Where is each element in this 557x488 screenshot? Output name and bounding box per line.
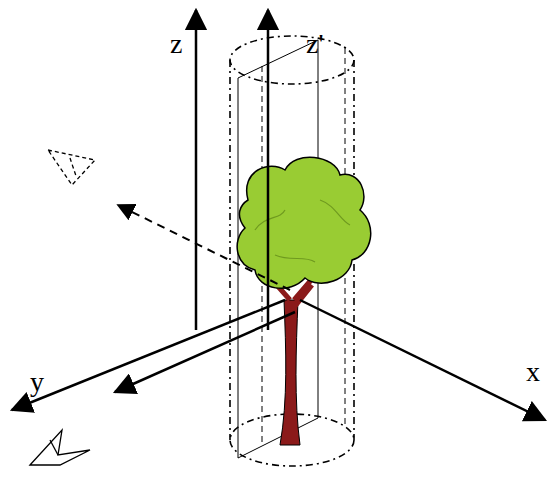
source-symbol [48,150,95,185]
axis-label: x [526,358,540,386]
viewer-symbol [30,430,90,465]
axis-label: y [30,368,44,396]
axis-label: z [170,30,182,58]
axes [12,10,545,420]
axis-label: z' [306,30,323,58]
